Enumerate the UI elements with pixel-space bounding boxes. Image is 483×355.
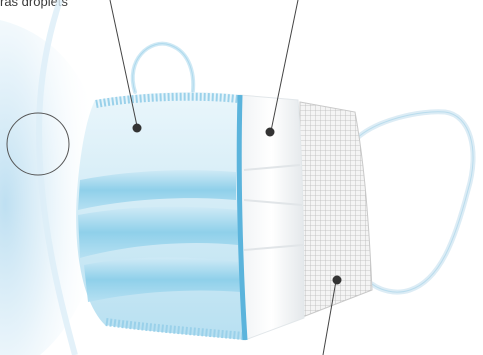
ear-loop-front — [355, 112, 473, 292]
marker-dot-icon — [266, 128, 275, 137]
marker-dot-icon — [133, 124, 142, 133]
ear-loop-back — [133, 44, 193, 98]
marker-dot-icon — [333, 276, 342, 285]
